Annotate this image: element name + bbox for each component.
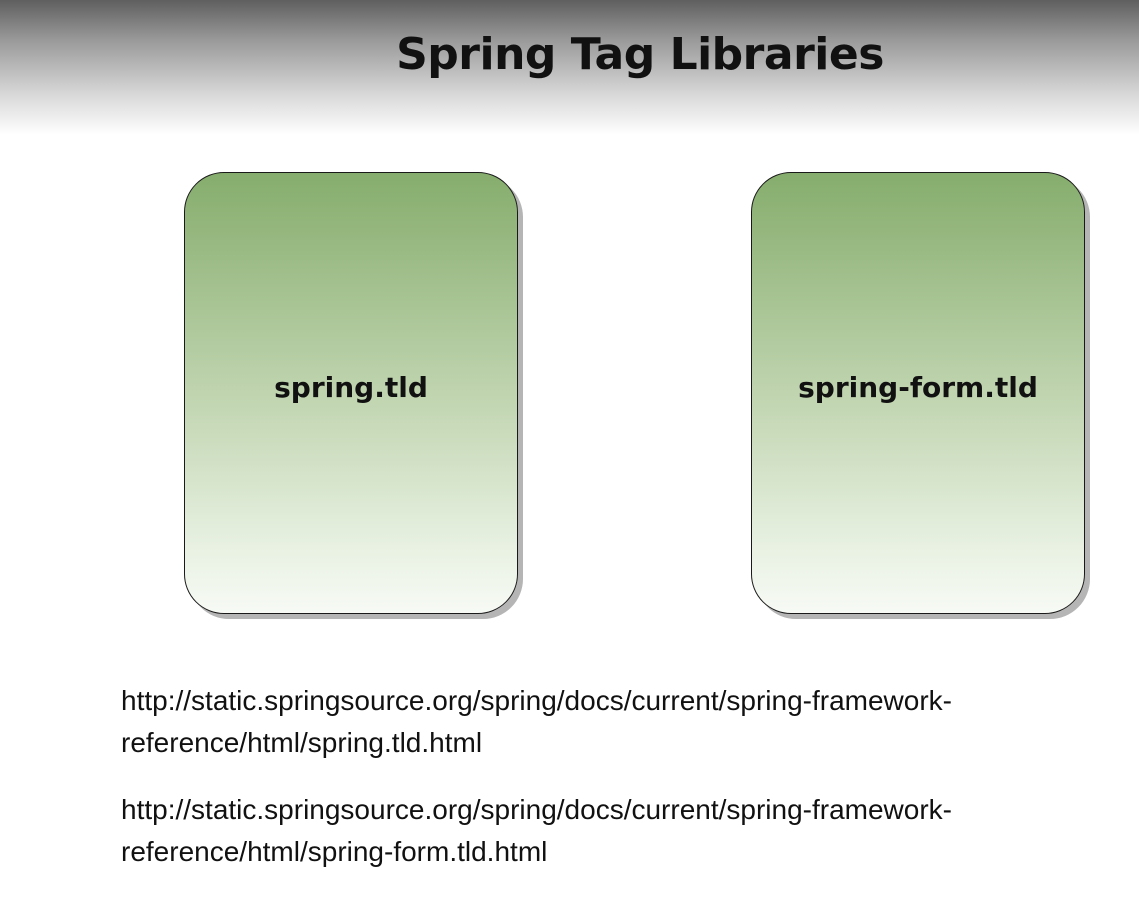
spring-form-tld-link-line-1: http://static.springsource.org/spring/do… [121, 794, 952, 825]
spring-form-tld-label: spring-form.tld [798, 370, 1038, 404]
slide-title: Spring Tag Libraries [396, 29, 884, 80]
spring-form-tld-link-line-2: reference/html/spring-form.tld.html [121, 836, 548, 867]
spring-tld-label: spring.tld [274, 370, 428, 404]
spring-form-tld-card: spring-form.tld [751, 172, 1085, 614]
header-band [0, 0, 1139, 135]
spring-form-tld-reference-link[interactable]: http://static.springsource.org/spring/do… [121, 789, 1121, 873]
reference-links: http://static.springsource.org/spring/do… [121, 680, 1121, 898]
spring-tld-card: spring.tld [184, 172, 518, 614]
spring-tld-reference-link[interactable]: http://static.springsource.org/spring/do… [121, 680, 1121, 764]
spring-tld-link-line-1: http://static.springsource.org/spring/do… [121, 685, 952, 716]
spring-tld-link-line-2: reference/html/spring.tld.html [121, 727, 483, 758]
